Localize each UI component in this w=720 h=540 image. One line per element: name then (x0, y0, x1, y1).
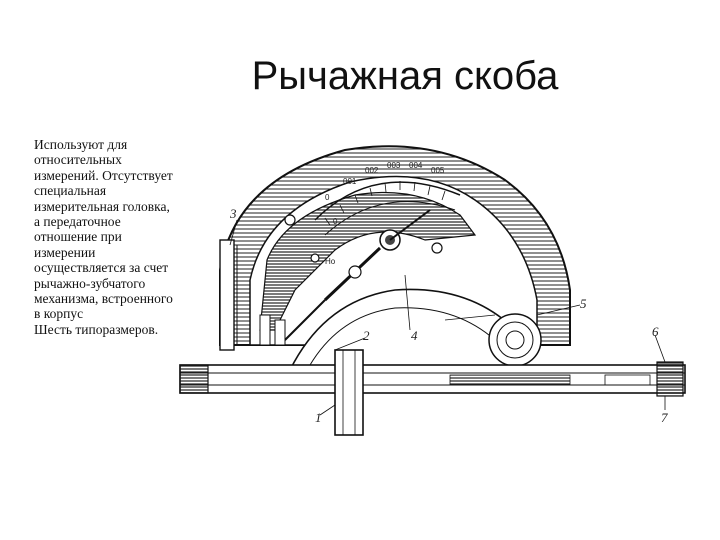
body-paragraph-2: Шесть типоразмеров. (34, 321, 159, 337)
callout-6: 6 (652, 324, 659, 339)
lever-clamp-drawing: 0 001 002 003 004 005 0 Ho (175, 140, 700, 440)
scale-label-5: 004 (409, 161, 423, 170)
callout-4: 4 (411, 328, 418, 343)
callout-leaders (229, 219, 666, 416)
lever-mechanism (284, 209, 443, 341)
scale-label-2: 001 (343, 177, 357, 186)
scale-label-8: Ho (325, 257, 336, 266)
callout-7: 7 (661, 410, 668, 425)
slide-body: Используют для относительных измерений. … (34, 137, 174, 337)
dial-scale: 0 001 002 003 004 005 0 Ho (314, 161, 461, 266)
callout-1: 1 (315, 410, 322, 425)
callout-3: 3 (229, 206, 237, 221)
scale-label-4: 003 (387, 161, 401, 170)
slide-title: Рычажная скоба (251, 54, 559, 98)
lever-clamp-svg: 0 001 002 003 004 005 0 Ho (179, 145, 686, 436)
scale-label-1: 0 (325, 193, 330, 202)
scale-label-3: 002 (365, 166, 379, 175)
bottom-rod (179, 349, 686, 436)
scale-label-7: 0 (333, 217, 338, 226)
measuring-disc (444, 313, 542, 367)
front-plate (219, 239, 286, 351)
callout-2: 2 (363, 328, 370, 343)
scale-label-6: 005 (431, 166, 445, 175)
callout-5: 5 (580, 296, 587, 311)
body-paragraph-1: Используют для относительных измерений. … (34, 137, 173, 322)
